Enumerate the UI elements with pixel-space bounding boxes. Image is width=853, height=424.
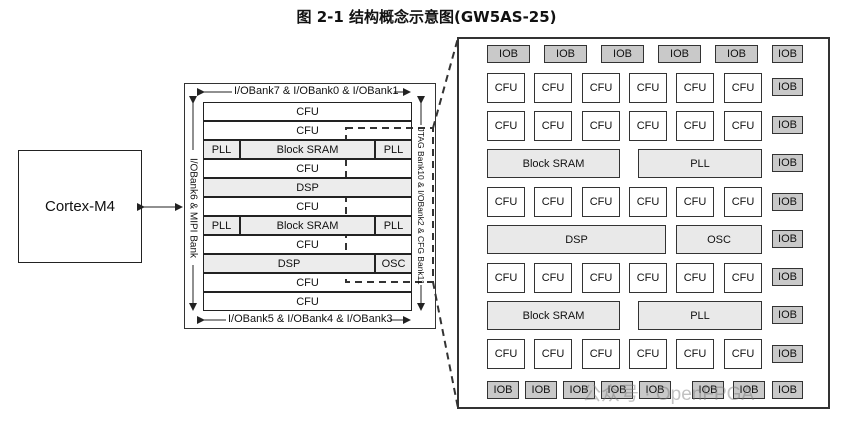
- cfu-block: CFU: [487, 187, 525, 217]
- detail-panel: [457, 37, 830, 409]
- osc-block: OSC: [676, 225, 762, 254]
- iob-block: IOB: [639, 381, 671, 399]
- cfu-block: CFU: [582, 187, 620, 217]
- chip-row-cfu: CFU: [203, 235, 412, 254]
- chip-pll-right: PLL: [375, 216, 412, 235]
- top-bank-label: I/OBank7 & I/OBank0 & I/OBank1: [232, 85, 399, 97]
- chip-pll-right: PLL: [375, 140, 412, 159]
- cfu-block: CFU: [582, 263, 620, 293]
- cfu-block: CFU: [534, 263, 572, 293]
- chip-row-cfu: CFU: [203, 102, 412, 121]
- cfu-block: CFU: [676, 339, 714, 369]
- chip-osc: OSC: [375, 254, 412, 273]
- chip-row-cfu: CFU: [203, 197, 412, 216]
- iob-block: IOB: [692, 381, 724, 399]
- chip-row-cfu: CFU: [203, 273, 412, 292]
- cfu-block: CFU: [534, 111, 572, 141]
- iob-block: IOB: [601, 45, 644, 63]
- pll-block: PLL: [638, 301, 762, 330]
- cfu-block: CFU: [582, 73, 620, 103]
- cfu-block: CFU: [724, 111, 762, 141]
- chip-row-cfu: CFU: [203, 292, 412, 311]
- cfu-block: CFU: [724, 187, 762, 217]
- chip-dsp: DSP: [203, 254, 375, 273]
- cfu-block: CFU: [487, 111, 525, 141]
- cfu-block: CFU: [629, 111, 667, 141]
- cfu-block: CFU: [487, 263, 525, 293]
- iob-block: IOB: [772, 154, 803, 172]
- cfu-block: CFU: [534, 73, 572, 103]
- iob-block: IOB: [715, 45, 758, 63]
- iob-block: IOB: [563, 381, 595, 399]
- watermark: 公众号 · OpenFPGA: [582, 384, 755, 405]
- cfu-block: CFU: [629, 187, 667, 217]
- figure-title: 图 2-1 结构概念示意图(GW5AS-25): [296, 8, 557, 26]
- iob-block: IOB: [487, 381, 519, 399]
- cfu-block: CFU: [724, 73, 762, 103]
- cfu-block: CFU: [582, 111, 620, 141]
- chip-overview: [184, 83, 436, 329]
- pll-block: PLL: [638, 149, 762, 178]
- zoom-line-top: [432, 37, 459, 129]
- cfu-block: CFU: [487, 73, 525, 103]
- iob-block: IOB: [601, 381, 633, 399]
- cfu-block: CFU: [487, 339, 525, 369]
- dsp-block: DSP: [487, 225, 666, 254]
- iob-block: IOB: [772, 45, 803, 63]
- cfu-block: CFU: [724, 263, 762, 293]
- iob-block: IOB: [772, 116, 803, 134]
- chip-row-cfu: CFU: [203, 159, 412, 178]
- left-bank-label: I/OBank6 & MIPI Bank: [187, 157, 199, 259]
- bottom-bank-label: I/OBank5 & I/OBank4 & I/OBank3: [226, 313, 393, 325]
- iob-block: IOB: [772, 230, 803, 248]
- cfu-block: CFU: [724, 339, 762, 369]
- iob-block: IOB: [544, 45, 587, 63]
- chip-pll-left: PLL: [203, 140, 240, 159]
- cfu-block: CFU: [629, 339, 667, 369]
- right-bank-label: JTAG Bank10 & I/OBank2 & CFG Bank11: [416, 127, 426, 285]
- zoom-line-bottom: [432, 281, 459, 409]
- cfu-block: CFU: [676, 111, 714, 141]
- chip-pll-left: PLL: [203, 216, 240, 235]
- iob-block: IOB: [487, 45, 530, 63]
- block-sram-block: Block SRAM: [487, 301, 620, 330]
- cfu-block: CFU: [582, 339, 620, 369]
- iob-block: IOB: [772, 193, 803, 211]
- cfu-block: CFU: [676, 187, 714, 217]
- chip-row-dsp: DSP: [203, 178, 412, 197]
- iob-block: IOB: [658, 45, 701, 63]
- cfu-block: CFU: [629, 263, 667, 293]
- iob-block: IOB: [772, 306, 803, 324]
- iob-block: IOB: [772, 78, 803, 96]
- iob-block: IOB: [772, 345, 803, 363]
- chip-row-cfu: CFU: [203, 121, 412, 140]
- iob-block: IOB: [772, 381, 803, 399]
- block-sram-block: Block SRAM: [487, 149, 620, 178]
- cfu-block: CFU: [534, 339, 572, 369]
- cfu-block: CFU: [676, 263, 714, 293]
- cortex-m4-label: Cortex-M4: [44, 198, 115, 215]
- cfu-block: CFU: [676, 73, 714, 103]
- cfu-block: CFU: [629, 73, 667, 103]
- iob-block: IOB: [772, 268, 803, 286]
- chip-block-sram: Block SRAM: [240, 216, 375, 235]
- iob-block: IOB: [733, 381, 765, 399]
- chip-block-sram: Block SRAM: [240, 140, 375, 159]
- iob-block: IOB: [525, 381, 557, 399]
- cfu-block: CFU: [534, 187, 572, 217]
